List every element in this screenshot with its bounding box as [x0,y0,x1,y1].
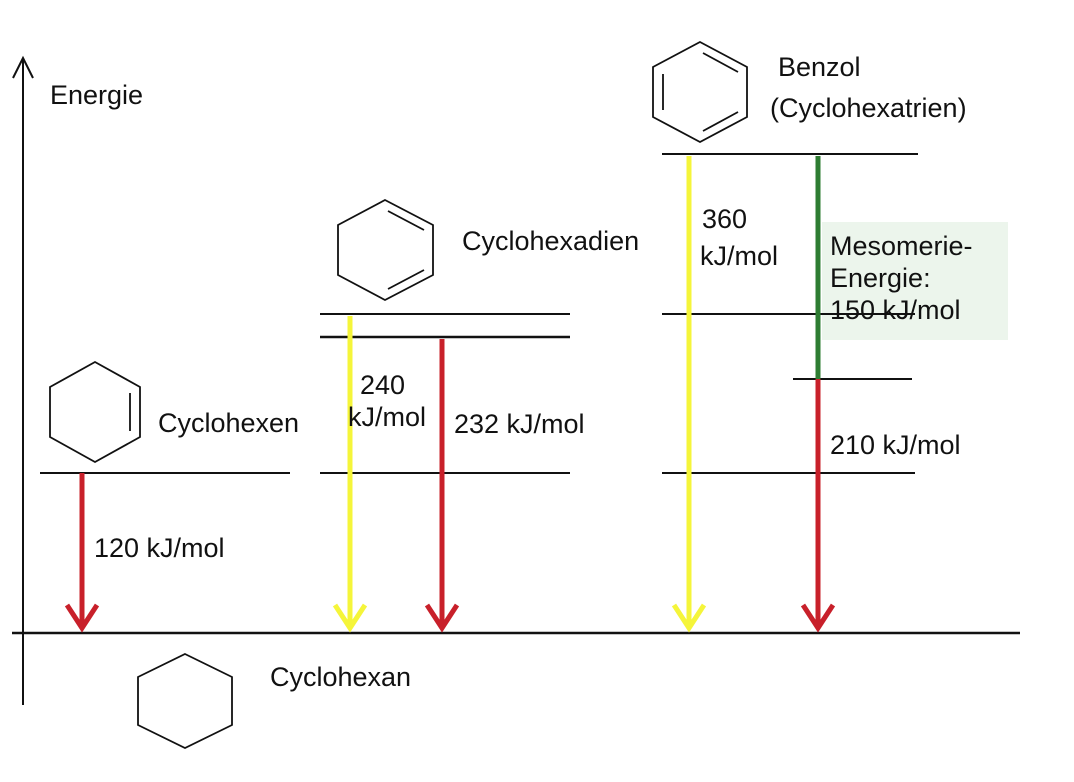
cyclohexan-label: Cyclohexan [270,662,412,692]
energy-value-benzol-measured: 210 kJ/mol [830,430,961,460]
benzol-label: Benzol [778,52,861,82]
arrowhead-benzol-210 [800,603,836,633]
arrowhead-dien-232 [424,603,460,633]
benzol-structure [652,40,748,144]
cyclohexen-label: Cyclohexen [158,408,300,438]
energy-unit-dien-theoretical: kJ/mol [348,402,427,432]
energy-value-dien-theoretical: 240 [360,370,406,400]
cyclohexen-structure [49,360,141,464]
arrowhead-benzol-360 [671,603,707,633]
energy-value-dien-measured: 232 kJ/mol [454,409,585,439]
energy-axis-arrowhead [12,55,34,79]
mesomerie-line-2: Energie: [830,263,931,293]
arrowhead-dien-240 [332,603,368,633]
energy-axis-label: Energie [50,80,144,110]
mesomerie-line-1: Mesomerie- [830,231,973,261]
cyclohexadien-label: Cyclohexadien [462,226,640,256]
cyclohexadien-structure [337,198,434,302]
mesomerie-line-3: 150 kJ/mol [830,295,961,325]
energy-value-cyclohexen: 120 kJ/mol [94,533,225,563]
cyclohexan-structure [137,652,233,750]
benzol-sublabel: (Cyclohexatrien) [770,93,967,123]
mesomerie-highlight [822,222,1008,340]
arrowhead-cyclohexen-120 [64,603,100,633]
energy-value-benzol-theoretical: 360 [702,204,748,234]
energy-unit-benzol-theoretical: kJ/mol [700,241,779,271]
